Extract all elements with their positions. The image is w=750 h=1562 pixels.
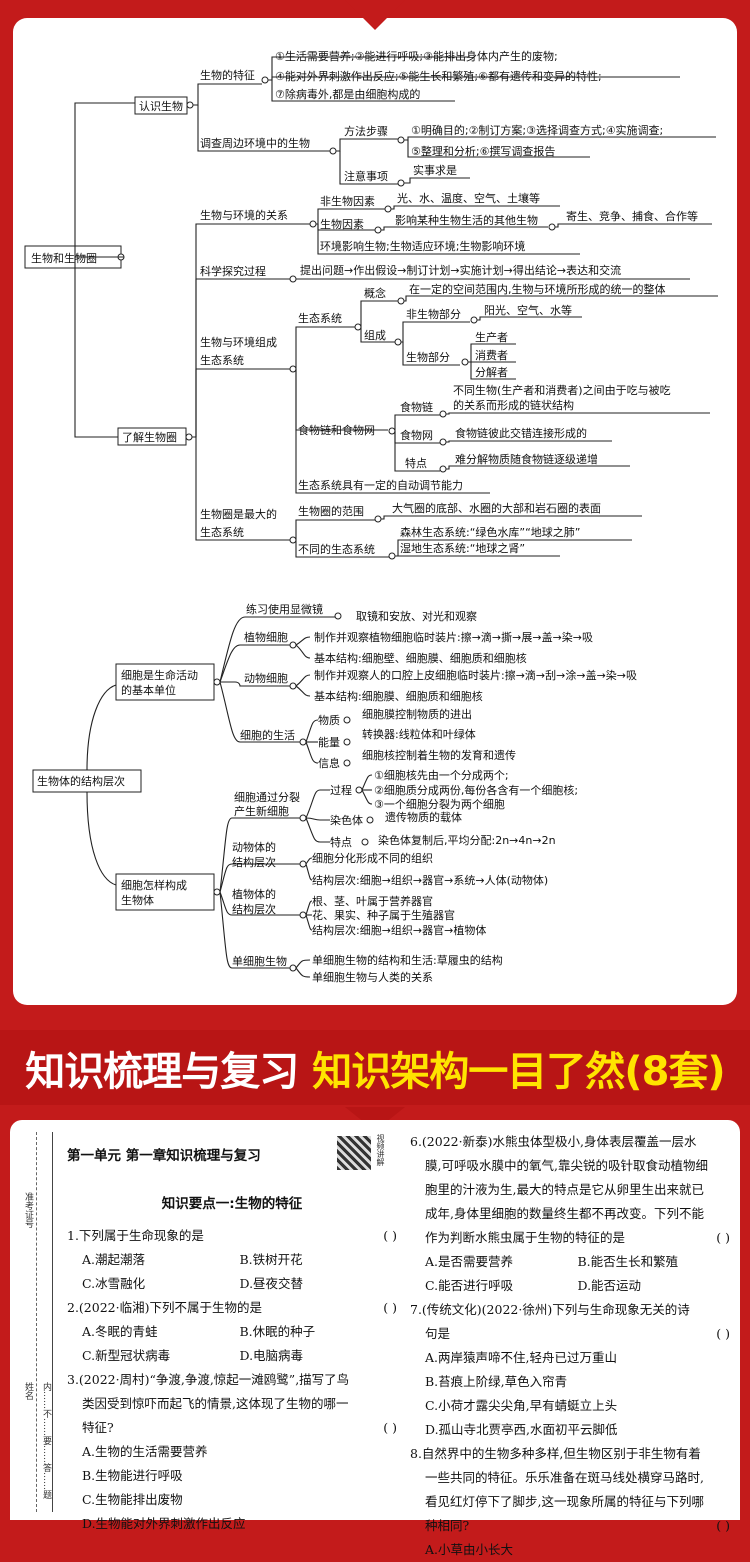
exam-side-margin: 准考证号 姓名 内……不……要……答……题: [14, 1132, 53, 1512]
q6-option-a[interactable]: A.是否需要营养: [425, 1254, 514, 1269]
q6-options: A.是否需要营养 B.能否生长和繁殖 C.能否进行呼吸 D.能否运动: [410, 1250, 730, 1298]
question-3-line-3: 特征?( ): [82, 1420, 397, 1435]
question-8-line-2: 一些共同的特征。乐乐准备在斑马线处横穿马路时,: [425, 1470, 704, 1485]
side-label-name: 姓名: [23, 1382, 33, 1400]
cut-line: [36, 1132, 37, 1512]
qr-label: 视频讲解: [376, 1134, 385, 1166]
question-2: 2.(2022·临湘)下列不属于生物的是( ): [67, 1300, 397, 1315]
qr-code-icon[interactable]: [337, 1136, 371, 1170]
question-6: 6.(2022·新泰)水熊虫体型极小,身体表层覆盖一层水: [410, 1134, 697, 1149]
q1-option-c[interactable]: C.冰雪融化: [82, 1276, 146, 1291]
question-7-line-2: 句是( ): [425, 1326, 730, 1341]
q2-option-d[interactable]: D.电脑病毒: [239, 1348, 304, 1363]
q2-option-c[interactable]: C.新型冠状病毒: [82, 1348, 171, 1363]
q3-option-a[interactable]: A.生物的生活需要营养: [82, 1444, 208, 1459]
question-8-line-4: 种相同?( ): [425, 1518, 730, 1533]
q7-option-c[interactable]: C.小荷才露尖尖角,早有蜻蜓立上头: [425, 1398, 618, 1413]
question-8: 8.自然界中的生物多种多样,但生物区别于非生物有着: [410, 1446, 701, 1461]
question-6-line-2: 膜,可呼吸水膜中的氧气,靠尖锐的吸针取食动植物细: [425, 1158, 708, 1173]
q7-options: A.两岸猿声啼不住,轻舟已过万重山 B.苔痕上阶绿,草色入帘青 C.小荷才露尖尖…: [410, 1346, 730, 1442]
banner-yellow-text: 知识架构一目了然(8套): [312, 1048, 725, 1095]
side-label-id: 准考证号: [23, 1192, 33, 1228]
q6-option-c[interactable]: C.能否进行呼吸: [425, 1278, 514, 1293]
q2-option-a[interactable]: A.冬眠的青蛙: [82, 1324, 158, 1339]
mindmap-panel-top: [13, 18, 737, 1005]
q1-option-d[interactable]: D.昼夜交替: [239, 1276, 304, 1291]
question-8-line-3: 看见红灯停下了脚步,这一现象所属的特征与下列哪: [425, 1494, 704, 1509]
question-3-line-2: 类因受到惊吓而起飞的情景,这体现了生物的哪一: [82, 1396, 349, 1411]
q1-option-b[interactable]: B.铁树开花: [239, 1252, 303, 1267]
q7-option-b[interactable]: B.苔痕上阶绿,草色入帘青: [425, 1374, 568, 1389]
q1-option-a[interactable]: A.潮起潮落: [82, 1252, 146, 1267]
page-title: 第一单元 第一章知识梳理与复习: [67, 1148, 261, 1164]
worksheet-page: 准考证号 姓名 内……不……要……答……题 第一单元 第一章知识梳理与复习 视频…: [12, 1122, 738, 1557]
side-label-warning: 内……不……要……答……题: [41, 1382, 51, 1499]
question-7: 7.(传统文化)(2022·徐州)下列与生命现象无关的诗: [410, 1302, 690, 1317]
q2-options: A.冬眠的青蛙 B.休眠的种子 C.新型冠状病毒 D.电脑病毒: [67, 1320, 397, 1368]
q3-option-b[interactable]: B.生物能进行呼吸: [82, 1468, 183, 1483]
q6-option-b[interactable]: B.能否生长和繁殖: [577, 1254, 679, 1269]
question-6-line-5: 作为判断水熊虫属于生物的特征的是( ): [425, 1230, 730, 1245]
q8-option-a[interactable]: A.小草由小长大: [425, 1542, 514, 1557]
q1-options: A.潮起潮落 B.铁树开花 C.冰雪融化 D.昼夜交替: [67, 1248, 397, 1296]
q3-options: A.生物的生活需要营养 B.生物能进行呼吸 C.生物能排出废物 D.生物能对外界…: [67, 1440, 397, 1536]
question-6-line-4: 成年,身体里细胞的数量终生都不再改变。下列不能: [425, 1206, 704, 1221]
q3-option-d[interactable]: D.生物能对外界刺激作出反应: [82, 1516, 246, 1531]
banner-white-text: 知识梳理与复习: [25, 1048, 299, 1095]
q6-option-d[interactable]: D.能否运动: [577, 1278, 642, 1293]
q2-option-b[interactable]: B.休眠的种子: [239, 1324, 316, 1339]
q8-options: A.小草由小长大: [410, 1538, 730, 1562]
question-3: 3.(2022·周村)“争渡,争渡,惊起一滩鸥鹭”,描写了鸟: [67, 1372, 350, 1387]
banner: 知识梳理与复习 知识架构一目了然(8套): [0, 1030, 750, 1105]
right-column: 6.(2022·新泰)水熊虫体型极小,身体表层覆盖一层水 膜,可呼吸水膜中的氧气…: [410, 1122, 730, 1562]
q7-option-d[interactable]: D.孤山寺北贾亭西,水面初平云脚低: [425, 1422, 618, 1437]
question-1: 1.下列属于生命现象的是( ): [67, 1228, 397, 1243]
question-6-line-3: 胞里的汁液为生,最大的特点是它从卵里生出来就已: [425, 1182, 704, 1197]
q7-option-a[interactable]: A.两岸猿声啼不住,轻舟已过万重山: [425, 1350, 617, 1365]
left-column: 第一单元 第一章知识梳理与复习 视频讲解 知识要点一:生物的特征 1.下列属于生…: [67, 1122, 397, 1536]
knowledge-point-title: 知识要点一:生物的特征: [161, 1196, 303, 1212]
q3-option-c[interactable]: C.生物能排出废物: [82, 1492, 183, 1507]
worksheet-panel: [10, 1120, 740, 1520]
